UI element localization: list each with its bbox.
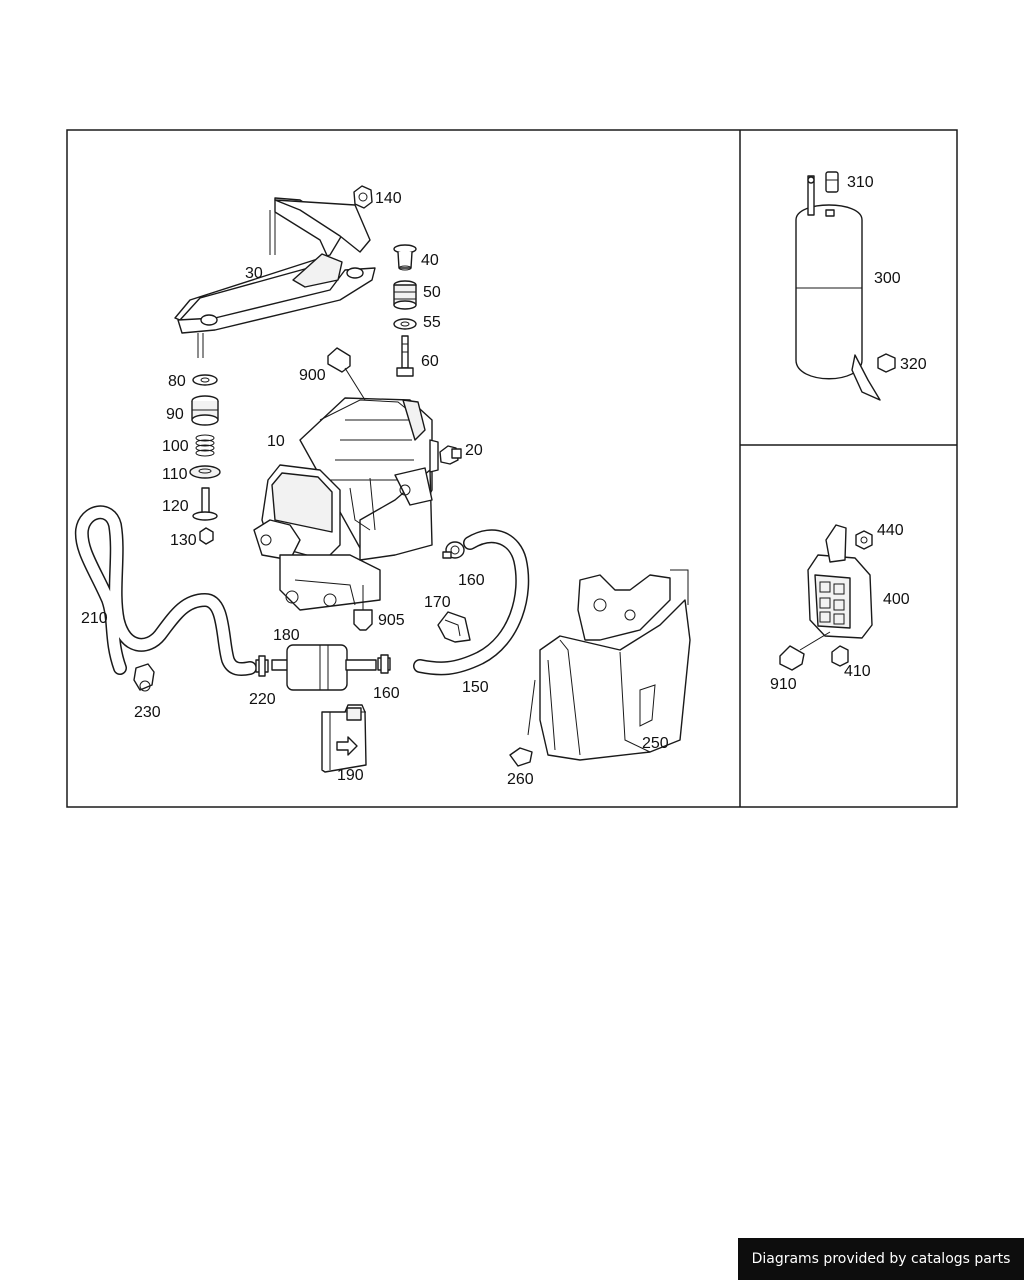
callout-220[interactable]: 220 [249, 691, 276, 708]
part-230-holder[interactable] [133, 663, 155, 692]
callout-910[interactable]: 910 [770, 676, 797, 693]
callout-170[interactable]: 170 [424, 594, 451, 611]
callout-230[interactable]: 230 [134, 704, 161, 721]
right-arrow-icon [336, 736, 358, 756]
part-120-pin[interactable] [192, 487, 218, 521]
callout-190[interactable]: 190 [337, 767, 364, 784]
callout-160-upper[interactable]: 160 [458, 572, 485, 589]
callout-250[interactable]: 250 [642, 735, 669, 752]
part-90-rubber-mount[interactable] [191, 395, 219, 426]
part-55-washer[interactable] [393, 318, 417, 330]
part-150-hose[interactable] [413, 529, 530, 676]
part-410-fitting[interactable] [831, 645, 849, 667]
part-40-bushing[interactable] [393, 244, 417, 271]
callout-20[interactable]: 20 [465, 442, 483, 459]
callout-260[interactable]: 260 [507, 771, 534, 788]
part-400-valve-block[interactable] [807, 524, 873, 639]
callout-905[interactable]: 905 [378, 612, 405, 629]
callout-10[interactable]: 10 [267, 433, 285, 450]
part-260-clip[interactable] [509, 747, 533, 767]
footer-text: Diagrams provided by catalogs parts [751, 1251, 1011, 1267]
part-130-nut[interactable] [199, 527, 214, 545]
callout-60[interactable]: 60 [421, 353, 439, 370]
part-180-filter[interactable] [271, 644, 377, 691]
callout-100[interactable]: 100 [162, 438, 189, 455]
callout-320[interactable]: 320 [900, 356, 927, 373]
part-220-clamp[interactable] [255, 655, 269, 677]
part-100-spring[interactable] [195, 434, 215, 457]
callout-80[interactable]: 80 [168, 373, 186, 390]
part-250-cover[interactable] [527, 569, 691, 761]
callout-400[interactable]: 400 [883, 591, 910, 608]
callout-440[interactable]: 440 [877, 522, 904, 539]
callout-90[interactable]: 90 [166, 406, 184, 423]
main-frame [66, 129, 958, 808]
part-140-nut[interactable] [353, 185, 373, 209]
part-190-filter-housing[interactable] [321, 704, 367, 773]
callout-310[interactable]: 310 [847, 174, 874, 191]
callout-55[interactable]: 55 [423, 314, 441, 331]
callout-50[interactable]: 50 [423, 284, 441, 301]
part-440-nut[interactable] [855, 530, 873, 550]
part-30-bracket[interactable] [174, 197, 376, 358]
callout-40[interactable]: 40 [421, 252, 439, 269]
part-910-connector[interactable] [779, 631, 831, 671]
part-160-clamp-lower[interactable] [377, 654, 391, 674]
part-80-washer[interactable] [192, 374, 218, 386]
part-905-plug[interactable] [353, 585, 373, 631]
part-20-fitting[interactable] [439, 445, 462, 465]
callout-210[interactable]: 210 [81, 610, 108, 627]
callout-120[interactable]: 120 [162, 498, 189, 515]
callout-130[interactable]: 130 [170, 532, 197, 549]
callout-180[interactable]: 180 [273, 627, 300, 644]
part-300-reservoir[interactable] [795, 175, 881, 401]
part-320-nut[interactable] [877, 353, 896, 373]
part-60-bolt[interactable] [396, 335, 414, 377]
callout-150[interactable]: 150 [462, 679, 489, 696]
part-50-rubber-mount[interactable] [393, 280, 417, 310]
part-160-clamp-upper[interactable] [442, 541, 465, 559]
callout-300[interactable]: 300 [874, 270, 901, 287]
part-210-hose[interactable] [74, 505, 257, 676]
part-170-holder[interactable] [437, 611, 471, 643]
part-110-washer[interactable] [189, 465, 221, 479]
callout-900[interactable]: 900 [299, 367, 326, 384]
footer-badge: Diagrams provided by catalogs parts [738, 1238, 1024, 1280]
callout-160-lower[interactable]: 160 [373, 685, 400, 702]
callout-140[interactable]: 140 [375, 190, 402, 207]
callout-110[interactable]: 110 [162, 466, 188, 483]
callout-30[interactable]: 30 [245, 265, 263, 282]
callout-410[interactable]: 410 [844, 663, 871, 680]
part-10-compressor[interactable] [253, 397, 439, 611]
part-310-valve[interactable] [825, 171, 839, 193]
part-900-connector[interactable] [327, 347, 366, 401]
